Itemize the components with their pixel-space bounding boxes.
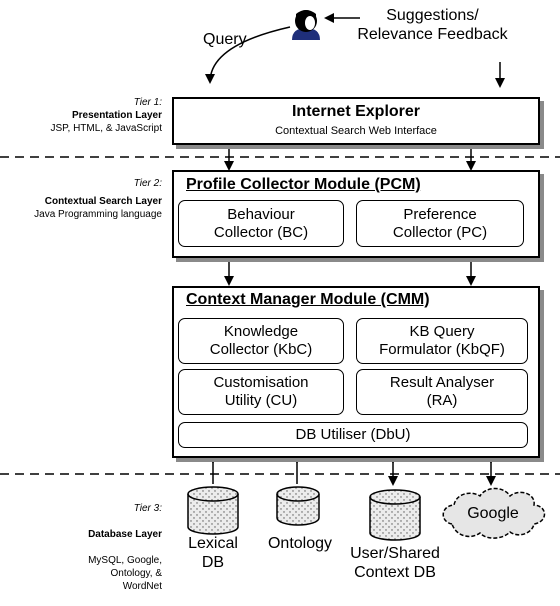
tier3-name: Database Layer [88, 529, 162, 540]
lexical-db-label: Lexical DB [188, 535, 238, 571]
connectors-layer [0, 10, 560, 541]
google-cloud-label: Google [467, 505, 519, 522]
tier3-detail: MySQL, Google, Ontology, & WordNet [88, 555, 162, 592]
user-context-db-cylinder [369, 489, 421, 541]
ie-subtitle: Contextual Search Web Interface [275, 125, 437, 137]
ie-pcm-connectors [224, 137, 476, 171]
google-cloud-shape [442, 487, 546, 539]
query-arrow [205, 26, 291, 84]
tier1-number: Tier 1: [133, 97, 162, 108]
tier1-name: Presentation Layer [71, 110, 162, 121]
tier3-label: Tier 3: Database Layer MySQL, Google, On… [88, 489, 162, 606]
tier2-detail: Java Programming language [34, 209, 162, 220]
tier2-number: Tier 2: [133, 178, 162, 189]
pcm-cmm-connectors [224, 252, 476, 286]
behaviour-collector-box: Behaviour Collector (BC) [178, 200, 344, 247]
tier2-label: Tier 2: Contextual Search Layer Java Pro… [34, 177, 162, 221]
lexical-db-cylinder [187, 486, 239, 535]
tier1-detail: JSP, HTML, & JavaScript [50, 123, 162, 134]
user-icon [292, 10, 320, 40]
tier1-label: Tier 1: Presentation Layer JSP, HTML, & … [50, 96, 162, 135]
kb-query-formulator-box: KB Query Formulator (KbQF) [356, 318, 528, 364]
customisation-utility-box: Customisation Utility (CU) [178, 369, 344, 415]
user-context-db-label: User/Shared Context DB [350, 545, 440, 581]
preference-collector-box: Preference Collector (PC) [356, 200, 524, 247]
query-label: Query [203, 31, 247, 48]
feedback-label: Suggestions/ Relevance Feedback [357, 7, 508, 43]
result-analyser-box: Result Analyser (RA) [356, 369, 528, 415]
ontology-db-label: Ontology [267, 535, 333, 552]
internet-explorer-panel: Internet Explorer Contextual Search Web … [172, 97, 540, 145]
tier3-number: Tier 3: [133, 503, 162, 514]
pcm-title: Profile Collector Module (PCM) [186, 176, 421, 193]
db-utiliser-box: DB Utiliser (DbU) [178, 422, 528, 448]
tier2-name: Contextual Search Layer [44, 196, 162, 207]
cmm-title: Context Manager Module (CMM) [186, 291, 430, 308]
cmm-db-connectors [208, 454, 496, 486]
ontology-db-cylinder [276, 486, 320, 526]
knowledge-collector-box: Knowledge Collector (KbC) [178, 318, 344, 364]
ie-title: Internet Explorer [291, 103, 421, 120]
